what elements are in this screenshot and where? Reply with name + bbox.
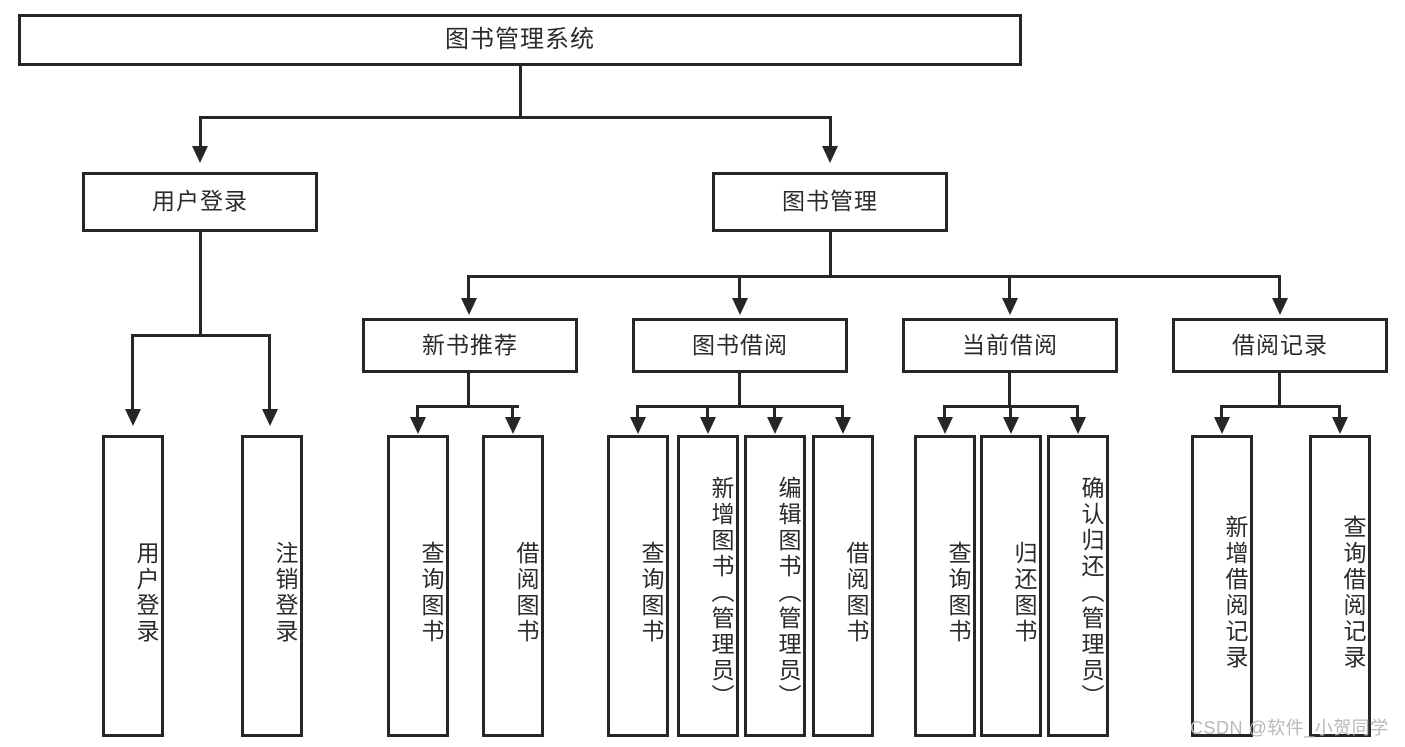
- connector-book-borrow-bus: [636, 405, 843, 408]
- leaf-return-book[interactable]: 归还图书: [980, 435, 1042, 737]
- connector-to-leaf-borrow-book-2: [841, 405, 844, 419]
- csdn-watermark: CSDN @软件_小贺同学: [1190, 718, 1389, 738]
- connector-to-leaf-query-book-2: [636, 405, 639, 419]
- leaf-borrow-book-rec[interactable]: 借阅图书: [482, 435, 544, 737]
- node-label: 确认归还（管理员）: [1078, 476, 1104, 710]
- node-user-login[interactable]: 用户登录: [82, 172, 318, 232]
- leaf-query-borrow-record[interactable]: 查询借阅记录: [1309, 435, 1371, 737]
- node-label: 归还图书: [1011, 541, 1037, 645]
- node-book-borrow[interactable]: 图书借阅: [632, 318, 848, 373]
- connector-current-borrow-stem: [1008, 373, 1011, 408]
- connector-to-current-borrow: [1008, 275, 1011, 300]
- node-label: 查询借阅记录: [1340, 515, 1366, 671]
- arrowhead-icon: [1002, 298, 1018, 315]
- node-label: 新增借阅记录: [1222, 515, 1248, 671]
- connector-to-leaf-edit-book: [773, 405, 776, 419]
- connector-to-book-borrow: [738, 275, 741, 300]
- connector-root-stem: [519, 66, 522, 118]
- node-label: 图书管理系统: [445, 25, 595, 53]
- leaf-edit-book-admin[interactable]: 编辑图书（管理员）: [744, 435, 806, 737]
- node-label: 新增图书（管理员）: [708, 476, 734, 710]
- arrowhead-icon: [700, 417, 716, 434]
- node-label: 注销登录: [272, 541, 298, 645]
- connector-book-mgmt-bus: [467, 275, 1281, 278]
- connector-borrow-record-bus: [1220, 405, 1340, 408]
- connector-new-book-rec-stem: [467, 373, 470, 408]
- node-label: 用户登录: [133, 541, 159, 645]
- node-label: 借阅记录: [1232, 331, 1328, 358]
- connector-book-mgmt-stem: [829, 232, 832, 277]
- arrowhead-icon: [461, 298, 477, 315]
- arrowhead-icon: [1272, 298, 1288, 315]
- connector-to-leaf-user-login: [131, 334, 134, 411]
- node-label: 图书管理: [782, 188, 878, 215]
- leaf-confirm-return-admin[interactable]: 确认归还（管理员）: [1047, 435, 1109, 737]
- node-current-borrow[interactable]: 当前借阅: [902, 318, 1118, 373]
- connector-to-leaf-borrow-book-1: [511, 405, 514, 419]
- connector-root-to-user-login: [199, 116, 202, 148]
- connector-to-leaf-logout: [268, 334, 271, 411]
- arrowhead-icon: [822, 146, 838, 163]
- connector-to-leaf-query-record: [1338, 405, 1341, 419]
- arrowhead-icon: [410, 417, 426, 434]
- leaf-query-book-current[interactable]: 查询图书: [914, 435, 976, 737]
- arrowhead-icon: [732, 298, 748, 315]
- arrowhead-icon: [767, 417, 783, 434]
- connector-user-login-stem: [199, 232, 202, 337]
- arrowhead-icon: [125, 409, 141, 426]
- leaf-add-book-admin[interactable]: 新增图书（管理员）: [677, 435, 739, 737]
- node-book-management[interactable]: 图书管理: [712, 172, 948, 232]
- connector-to-leaf-query-book-1: [416, 405, 419, 419]
- node-label: 编辑图书（管理员）: [775, 476, 801, 710]
- node-new-book-recommend[interactable]: 新书推荐: [362, 318, 578, 373]
- arrowhead-icon: [505, 417, 521, 434]
- leaf-logout[interactable]: 注销登录: [241, 435, 303, 737]
- connector-to-leaf-return-book: [1009, 405, 1012, 419]
- connector-root-bus: [199, 116, 832, 119]
- arrowhead-icon: [192, 146, 208, 163]
- node-label: 查询图书: [945, 541, 971, 645]
- node-label: 查询图书: [638, 541, 664, 645]
- arrowhead-icon: [1003, 417, 1019, 434]
- connector-book-borrow-stem: [738, 373, 741, 408]
- leaf-user-login[interactable]: 用户登录: [102, 435, 164, 737]
- connector-to-leaf-add-record: [1220, 405, 1223, 419]
- arrowhead-icon: [630, 417, 646, 434]
- connector-to-borrow-record: [1278, 275, 1281, 300]
- connector-to-leaf-add-book: [706, 405, 709, 419]
- arrowhead-icon: [1070, 417, 1086, 434]
- leaf-query-book-rec[interactable]: 查询图书: [387, 435, 449, 737]
- node-label: 新书推荐: [422, 331, 518, 358]
- connector-root-to-book-mgmt: [829, 116, 832, 148]
- node-label: 借阅图书: [843, 541, 869, 645]
- connector-to-new-book-rec: [467, 275, 470, 300]
- node-root-system[interactable]: 图书管理系统: [18, 14, 1022, 66]
- leaf-borrow-book[interactable]: 借阅图书: [812, 435, 874, 737]
- node-label: 查询图书: [418, 541, 444, 645]
- connector-new-book-rec-bus: [416, 405, 519, 408]
- arrowhead-icon: [937, 417, 953, 434]
- node-label: 图书借阅: [692, 331, 788, 358]
- connector-to-leaf-confirm-return: [1076, 405, 1079, 419]
- connector-user-login-bus: [131, 334, 271, 337]
- node-label: 借阅图书: [513, 541, 539, 645]
- arrowhead-icon: [835, 417, 851, 434]
- connector-borrow-record-stem: [1278, 373, 1281, 408]
- node-label: 用户登录: [152, 188, 248, 215]
- arrowhead-icon: [1214, 417, 1230, 434]
- arrowhead-icon: [1332, 417, 1348, 434]
- leaf-add-borrow-record[interactable]: 新增借阅记录: [1191, 435, 1253, 737]
- connector-to-leaf-query-book-3: [943, 405, 946, 419]
- node-borrow-record[interactable]: 借阅记录: [1172, 318, 1388, 373]
- leaf-query-book-borrow[interactable]: 查询图书: [607, 435, 669, 737]
- node-label: 当前借阅: [962, 331, 1058, 358]
- arrowhead-icon: [262, 409, 278, 426]
